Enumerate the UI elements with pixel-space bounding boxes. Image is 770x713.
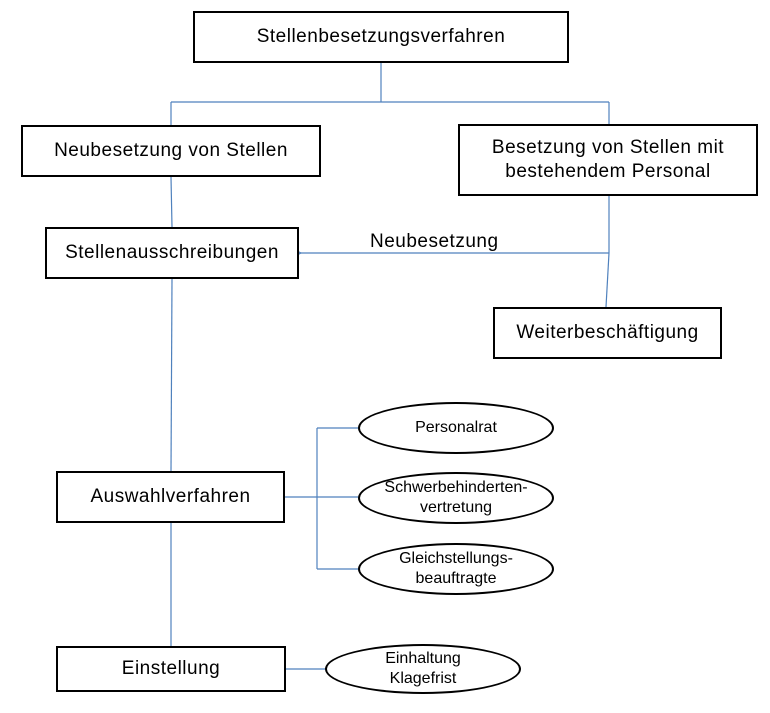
node-auswahlverfahren: Auswahlverfahren [56, 471, 285, 523]
node-weiterbeschaeftigung: Weiterbeschäftigung [493, 307, 722, 359]
connector-neubesetzung-to-ausschreibungen [170, 176, 173, 228]
oval-personalrat: Personalrat [358, 402, 554, 454]
oval-gleichstellungsbeauftragte: Gleichstellungs- beauftragte [358, 543, 554, 595]
node-stellenausschreibungen: Stellenausschreibungen [45, 227, 299, 279]
node-einstellung: Einstellung [56, 646, 286, 692]
node-stellenbesetzungsverfahren: Stellenbesetzungsverfahren [193, 11, 569, 63]
edge-label-neubesetzung: Neubesetzung [370, 231, 499, 252]
connector-to-weiterbeschaeftigung [605, 252, 610, 308]
oval-schwerbehindertenvertretung: Schwerbehinderten- vertretung [358, 472, 554, 524]
oval-einhaltung-klagefrist: Einhaltung Klagefrist [325, 644, 521, 694]
connector-ausschreibungen-to-auswahl [170, 278, 173, 472]
node-neubesetzung-von-stellen: Neubesetzung von Stellen [21, 125, 321, 177]
node-besetzung-bestehendem-personal: Besetzung von Stellen mit bestehendem Pe… [458, 124, 758, 196]
